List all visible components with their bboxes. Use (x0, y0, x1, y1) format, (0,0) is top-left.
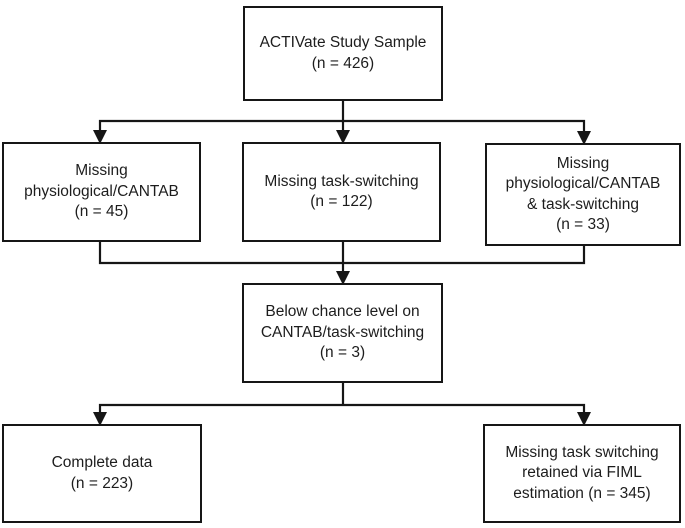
node-complete-data-label: Complete data (n = 223) (51, 454, 153, 492)
node-missing-physiological-cantab: Missing physiological/CANTAB (n = 45) (2, 142, 201, 242)
node-fiml-retained-label: Missing task switching retained via FIML… (505, 443, 659, 502)
node-missing-physiological-cantab-label: Missing physiological/CANTAB (n = 45) (24, 162, 179, 221)
node-below-chance-level: Below chance level on CANTAB/task-switch… (242, 283, 443, 383)
node-missing-task-switching: Missing task-switching (n = 122) (242, 142, 441, 242)
node-study-sample: ACTIVate Study Sample (n = 426) (243, 6, 443, 101)
connector-top-split (98, 99, 586, 135)
node-fiml-retained: Missing task switching retained via FIML… (483, 424, 681, 523)
connector-bottom-split (98, 381, 586, 416)
node-missing-cantab-and-task-switching-label: Missing physiological/CANTAB & task-swit… (505, 154, 661, 233)
node-study-sample-label: ACTIVate Study Sample (n = 426) (259, 34, 427, 72)
connector-merge (98, 240, 586, 275)
node-complete-data: Complete data (n = 223) (2, 424, 202, 523)
node-missing-task-switching-label: Missing task-switching (n = 122) (264, 172, 419, 210)
node-missing-cantab-and-task-switching: Missing physiological/CANTAB & task-swit… (485, 143, 681, 246)
node-below-chance-level-label: Below chance level on CANTAB/task-switch… (260, 303, 425, 362)
